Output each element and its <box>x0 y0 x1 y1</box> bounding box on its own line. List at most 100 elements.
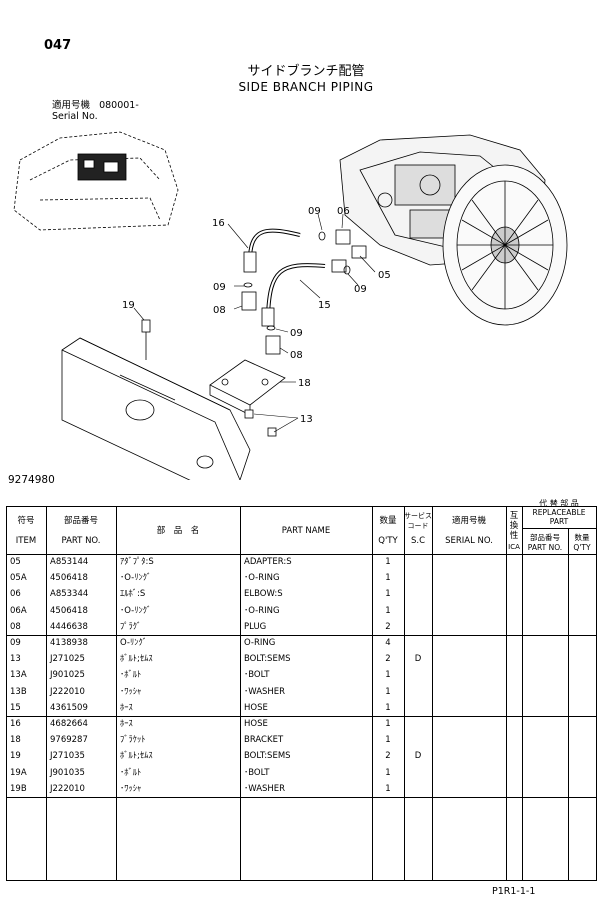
cell-name-jp: ｴﾙﾎﾞ:S <box>120 589 146 600</box>
cell-item: 13 <box>10 654 21 665</box>
callout-18: 18 <box>298 378 311 389</box>
hose-16 <box>243 228 301 273</box>
callout-06: 06 <box>337 206 350 217</box>
callout-19: 19 <box>122 300 135 311</box>
header-replace-en-2: PART <box>549 517 569 526</box>
cell-part-no: 4682664 <box>50 719 88 729</box>
leader-lines <box>133 213 376 433</box>
serial-value: 080001- <box>99 100 139 111</box>
cell-item: 05A <box>10 573 27 584</box>
cell-name-jp: ﾎｰｽ <box>120 719 133 729</box>
callout-16: 16 <box>212 218 225 229</box>
cell-part-no: J222010 <box>50 686 85 697</box>
cell-part-no: J222010 <box>50 783 85 794</box>
serial-label-jp: 適用号機 <box>52 100 91 111</box>
header-service-en: S.C <box>410 536 426 546</box>
title-english: SIDE BRANCH PIPING <box>238 80 374 94</box>
cell-qty: 4 <box>385 638 391 648</box>
header-part-name: PART NAME <box>281 526 331 536</box>
cell-name-jp: ﾎﾞﾙﾄ;ｾﾑｽ <box>120 654 153 665</box>
cell-qty: 2 <box>385 751 391 762</box>
cell-part-name: ･WASHER <box>244 686 286 697</box>
cell-part-no: 4138938 <box>50 638 88 648</box>
cell-part-no: J271025 <box>50 654 85 665</box>
cell-name-jp: ･O-ﾘﾝｸﾞ <box>120 605 152 616</box>
header-qty-en: Q'TY <box>378 536 398 546</box>
header-ica-jp-2: 換 <box>509 521 519 531</box>
cell-part-name: ADAPTER:S <box>244 557 292 567</box>
cell-name-jp: ･ﾜｯｼｬ <box>120 783 142 794</box>
cell-qty: 1 <box>385 605 391 616</box>
header-serial-en: SERIAL NO. <box>445 536 493 546</box>
header-ica-jp-3: 性 <box>509 531 519 541</box>
cell-part-no: 4506418 <box>50 573 88 584</box>
cell-qty: 1 <box>385 783 391 794</box>
cell-item: 19 <box>10 751 21 762</box>
cell-part-no: J901025 <box>50 670 85 681</box>
hose-15 <box>261 263 326 327</box>
cell-name-jp: ﾎｰｽ <box>120 702 133 713</box>
cell-part-no: 4506418 <box>50 605 88 616</box>
cell-qty: 1 <box>385 735 391 746</box>
cell-qty: 1 <box>385 573 391 584</box>
header-name-jp: 部 品 名 <box>156 526 200 536</box>
cell-name-jp: ･ﾎﾞﾙﾄ <box>120 670 142 681</box>
cell-name-jp: O-ﾘﾝｸﾞ <box>120 638 147 648</box>
cell-part-name: BOLT:SEMS <box>244 654 291 665</box>
callout-08-a: 08 <box>213 305 226 316</box>
cell-item: 19B <box>10 783 27 794</box>
cell-item: 05 <box>10 557 21 567</box>
cell-item: 18 <box>10 735 21 746</box>
header-item-jp: 符号 <box>17 516 35 526</box>
cell-part-name: ELBOW:S <box>244 589 283 600</box>
cell-part-name: BOLT:SEMS <box>244 751 291 762</box>
header-service-jp-2: コード <box>407 522 429 530</box>
header-replace-jp: 代 替 部 品 <box>539 499 579 508</box>
cell-name-jp: ･ﾎﾞﾙﾄ <box>120 767 142 778</box>
header-partno-jp: 部品番号 <box>63 516 98 526</box>
header-ica-jp-1: 互 <box>509 511 519 521</box>
cell-item: 15 <box>10 702 21 713</box>
cell-part-name: HOSE <box>244 702 268 713</box>
header-service-jp-1: サービス <box>404 512 432 520</box>
callout-08-b: 08 <box>290 350 303 361</box>
serial-label-en: Serial No. <box>52 111 98 122</box>
excavator-thumbnail <box>13 131 179 231</box>
callout-09-a: 09 <box>308 206 321 217</box>
parts-illustration: 16 09 06 05 09 15 09 08 09 08 19 18 13 <box>13 131 568 480</box>
cell-item: 16 <box>10 719 21 729</box>
cell-service-code: D <box>414 654 422 665</box>
header-rep-qty-en: Q'TY <box>573 543 591 552</box>
frame-member <box>61 337 251 480</box>
serial-block: 適用号機 080001- Serial No. <box>52 100 139 122</box>
cell-item: 06A <box>10 605 27 616</box>
bolts <box>141 319 277 437</box>
cell-name-jp: ･ﾜｯｼｬ <box>120 686 142 697</box>
cell-name-jp: ﾎﾞﾙﾄ;ｾﾑｽ <box>120 751 153 762</box>
cell-qty: 2 <box>385 621 391 632</box>
cell-qty: 1 <box>385 686 391 697</box>
footer-code: P1R1-1-1 <box>492 886 536 897</box>
cell-part-name: ･O-RING <box>244 573 280 584</box>
callout-09-c: 09 <box>213 282 226 293</box>
cell-part-name: ･WASHER <box>244 783 286 794</box>
cell-part-no: A853344 <box>50 589 89 600</box>
cell-part-no: 9769287 <box>50 735 88 746</box>
header-partno-en: PART NO. <box>61 536 101 546</box>
cell-qty: 1 <box>385 557 391 567</box>
callout-09-d: 09 <box>290 328 303 339</box>
header-rep-qty-jp: 数量 <box>574 533 590 542</box>
fittings <box>241 229 367 355</box>
header-replace-en-1: REPLACEABLE <box>532 508 586 517</box>
header-item-en: ITEM <box>15 536 37 546</box>
cell-item: 13B <box>10 686 27 697</box>
cell-name-jp: ﾌﾟﾗｸﾞ <box>120 621 142 632</box>
callout-05: 05 <box>378 270 391 281</box>
cell-item: 08 <box>10 621 21 632</box>
cell-name-jp: ﾌﾞﾗｹｯﾄ <box>120 735 146 746</box>
callout-15: 15 <box>318 300 331 311</box>
title-japanese: サイドブランチ配管 <box>247 64 365 79</box>
cell-name-jp: ･O-ﾘﾝｸﾞ <box>120 573 152 584</box>
header-qty-jp: 数量 <box>379 516 397 526</box>
cell-qty: 1 <box>385 670 391 681</box>
